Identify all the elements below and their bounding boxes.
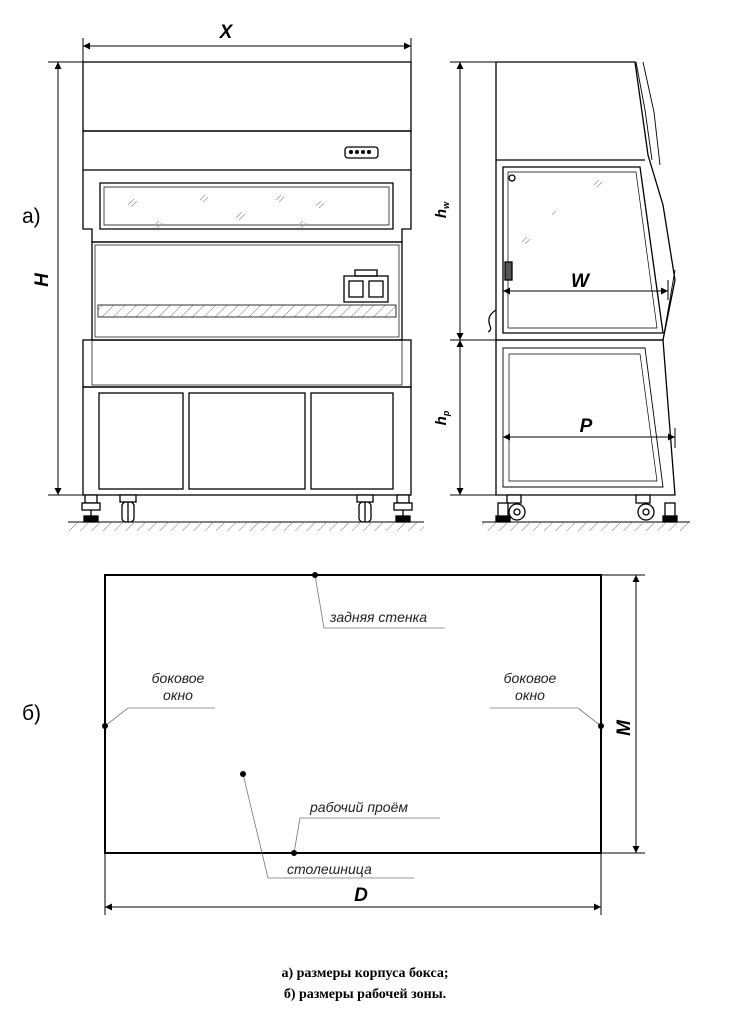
stand-door-left xyxy=(98,392,184,490)
note-side-window-right-2: окно xyxy=(515,687,545,703)
leader-tabletop xyxy=(293,817,440,854)
work-opening-front xyxy=(91,241,403,341)
note-work-opening: рабочий проём xyxy=(309,799,408,815)
dimension-d xyxy=(104,853,602,915)
leader-side-window-right xyxy=(490,707,602,727)
front-castors xyxy=(119,494,374,523)
label-w: W xyxy=(571,271,591,292)
front-view xyxy=(81,61,413,523)
point-work-opening xyxy=(240,771,246,777)
control-panel-icon xyxy=(344,146,379,159)
label-hp: hp xyxy=(433,410,451,425)
point-back-wall xyxy=(312,572,318,578)
note-tabletop: столешница xyxy=(287,861,372,877)
svg-text:hp: hp xyxy=(433,410,451,425)
stand-door-right xyxy=(310,392,394,490)
work-zone-rectangle xyxy=(104,574,602,854)
dimension-hw xyxy=(450,61,496,341)
dimension-h xyxy=(48,61,83,496)
label-x: X xyxy=(219,22,234,43)
note-back-wall: задняя стенка xyxy=(329,609,427,625)
dimension-hp xyxy=(450,340,496,496)
point-side-window-right xyxy=(598,723,604,729)
panel-label-b: б) xyxy=(22,702,41,725)
point-side-window-left xyxy=(102,723,108,729)
dimension-x xyxy=(82,38,412,62)
stand-cabinet xyxy=(82,386,412,496)
label-p: P xyxy=(580,416,593,437)
side-stand xyxy=(495,339,676,496)
label-m: M xyxy=(614,719,635,736)
stand-top xyxy=(82,339,412,388)
label-d: D xyxy=(354,885,368,906)
floor-hatch-side xyxy=(482,522,690,531)
front-control-band xyxy=(82,130,412,171)
leader-side-window-left xyxy=(104,707,215,727)
side-upper-body xyxy=(495,61,676,341)
label-h: H xyxy=(32,272,53,287)
glass-reflection-marks xyxy=(127,194,325,229)
switch-block xyxy=(343,269,389,303)
front-top-cap xyxy=(82,61,412,132)
power-cable xyxy=(487,309,497,333)
caption-line-1: а) размеры корпуса бокса; xyxy=(281,966,449,981)
side-glass xyxy=(502,166,664,334)
leader-back-wall xyxy=(314,574,445,629)
stand-door-middle xyxy=(188,392,306,490)
panel-label-a: а) xyxy=(22,205,41,228)
dimension-m xyxy=(601,574,645,854)
air-grille xyxy=(97,304,397,318)
side-view xyxy=(487,61,678,523)
note-side-window-right-1: боковое xyxy=(504,670,557,686)
point-tabletop xyxy=(291,850,297,856)
svg-text:hw: hw xyxy=(433,201,451,218)
side-handle xyxy=(504,261,513,281)
dimension-p xyxy=(503,428,676,448)
dimension-w xyxy=(503,280,669,300)
note-side-window-left-2: окно xyxy=(163,687,193,703)
label-hw: hw xyxy=(433,201,451,218)
note-side-window-left-1: боковое xyxy=(152,670,205,686)
caption-line-2: б) размеры рабочей зоны. xyxy=(283,987,447,1002)
leader-work-opening xyxy=(242,773,414,879)
floor-hatch-front xyxy=(68,522,424,531)
side-castors xyxy=(495,494,678,523)
glass-sash xyxy=(99,182,394,230)
